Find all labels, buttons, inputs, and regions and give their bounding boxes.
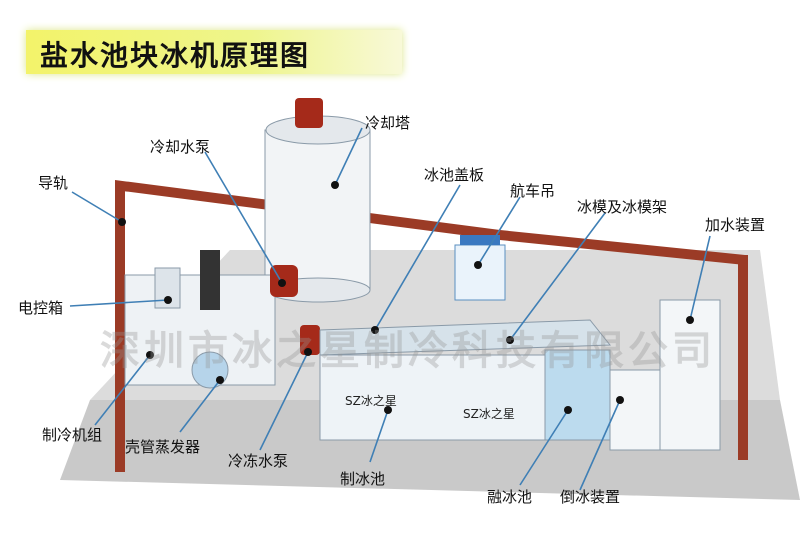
pools (319, 235, 612, 441)
label-dump-device: 倒冰装置 (560, 488, 621, 506)
refrigeration-unit (124, 250, 320, 389)
watermark: 深圳市冰之星制冷科技有限公司 (100, 328, 716, 374)
leader-dots (118, 181, 694, 414)
logo-text-2: SZ冰之星 (463, 407, 515, 421)
dump-device (609, 299, 721, 451)
label-control-box: 电控箱 (18, 299, 64, 317)
leader-lines (69, 127, 711, 491)
label-ice-mold: 冰模及冰模架 (577, 198, 668, 216)
label-cooling-tower: 冷却塔 (365, 114, 411, 132)
title-banner (26, 30, 402, 74)
label-evaporator: 壳管蒸发器 (125, 438, 201, 456)
label-crane: 航车吊 (510, 182, 556, 200)
label-melt-pool: 融冰池 (487, 488, 533, 506)
label-ice-pool: 制冰池 (340, 470, 386, 488)
label-water-feed: 加水装置 (705, 216, 766, 234)
label-chilled-pump: 冷冻水泵 (228, 452, 289, 470)
label-pool-cover: 冰池盖板 (424, 166, 485, 184)
label-cooling-pump: 冷却水泵 (150, 138, 211, 156)
logo-text: SZ冰之星 (345, 394, 397, 408)
label-refrigeration-unit: 制冷机组 (42, 426, 103, 444)
page-title: 盐水池块冰机原理图 (40, 39, 311, 72)
label-rail: 导轨 (38, 174, 69, 192)
